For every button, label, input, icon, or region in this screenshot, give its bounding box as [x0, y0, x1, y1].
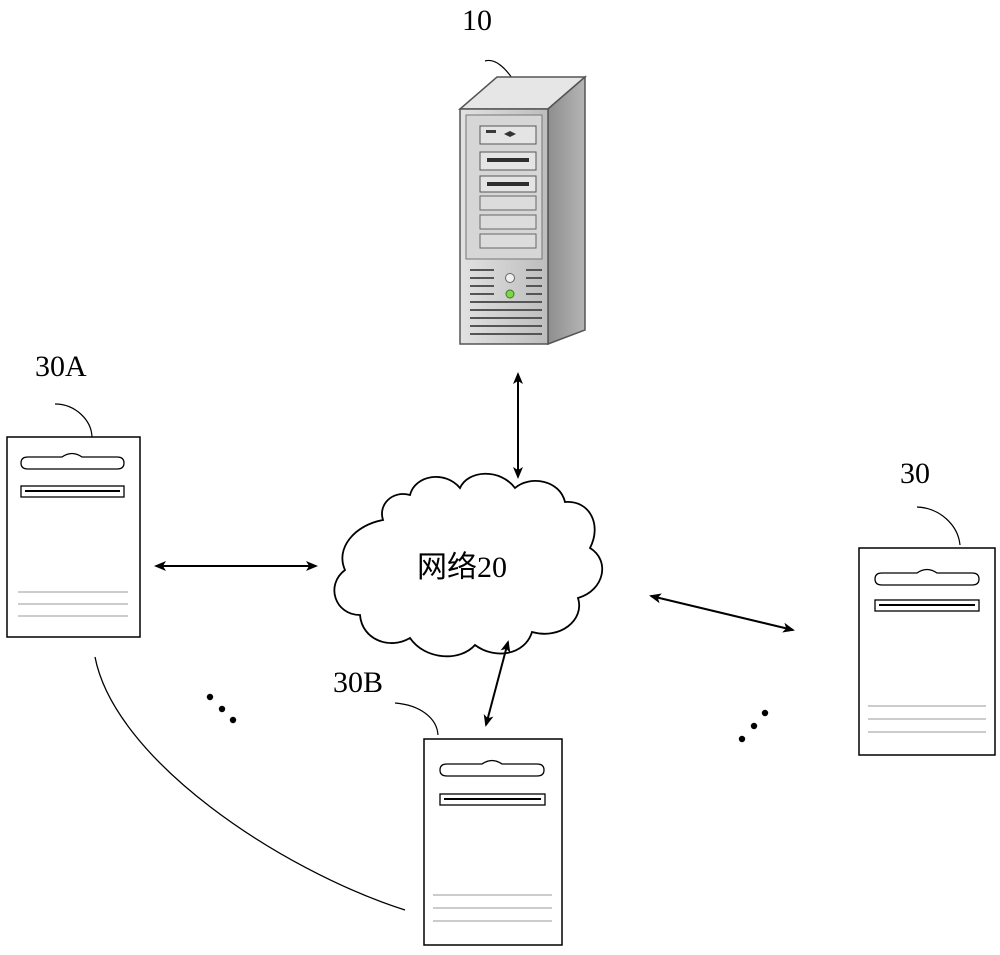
terminal-30b-label: 30B: [333, 666, 383, 699]
grouping-arc: [94, 656, 406, 911]
terminal-device-icon: [423, 738, 563, 946]
terminal-30a-label: 30A: [35, 350, 87, 383]
arrow-network-30: [649, 593, 795, 633]
arrow-network-30b: [483, 640, 511, 727]
terminal-30a-leader-line: [54, 403, 93, 439]
terminal-device-icon: [6, 436, 141, 638]
cloud-icon: [333, 472, 604, 658]
network-label: 网络20: [417, 551, 507, 584]
terminal-30-leader-line: [916, 506, 961, 546]
terminal-30-label: 30: [900, 457, 930, 490]
ellipsis-left: [206, 693, 237, 724]
ellipsis-right: [738, 709, 769, 743]
server-leader-line: [484, 59, 513, 79]
server-label: 10: [462, 4, 492, 37]
server-10: 10: [457, 4, 588, 346]
terminal-30b: 30B: [333, 666, 563, 946]
terminal-30a: 30A: [6, 350, 141, 638]
network-cloud: 网络20: [333, 472, 604, 658]
terminal-30: 30: [858, 457, 996, 756]
terminal-device-icon: [858, 547, 996, 756]
tower-server-icon: [457, 75, 588, 346]
terminal-30b-leader-line: [394, 702, 439, 736]
